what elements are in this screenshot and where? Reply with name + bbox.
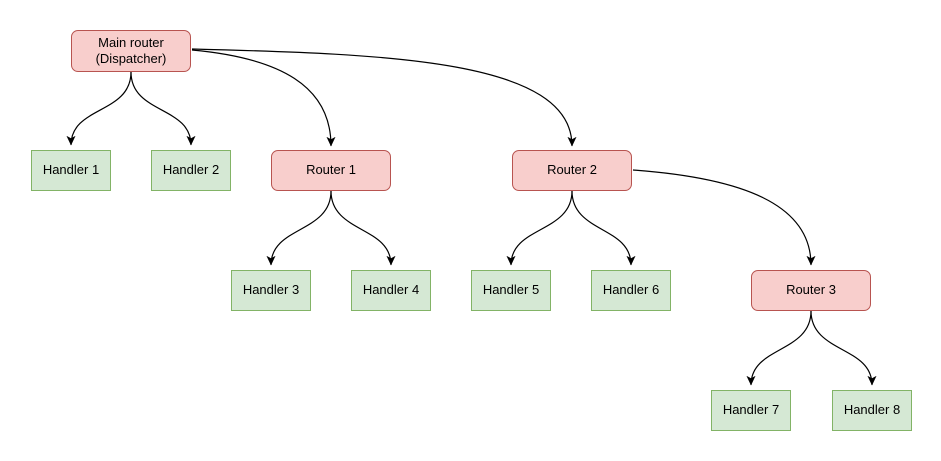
edge-router2-to-handler6 <box>571 190 636 266</box>
node-router-1: Router 1 <box>271 150 391 191</box>
node-handler-6: Handler 6 <box>591 270 671 311</box>
edge-main-to-handler1 <box>66 71 132 146</box>
edge-router3-to-handler8 <box>810 310 877 386</box>
edge-router1-to-handler3 <box>266 190 332 266</box>
node-handler-3: Handler 3 <box>231 270 311 311</box>
node-handler-4: Handler 4 <box>351 270 431 311</box>
edge-main-to-router2 <box>191 48 577 147</box>
edge-main-to-handler2 <box>130 71 196 146</box>
edge-main-to-router1 <box>191 49 336 147</box>
edge-router1-to-handler4 <box>330 190 396 266</box>
edge-router2-to-router3 <box>632 169 816 266</box>
edge-router2-to-handler5 <box>506 190 573 266</box>
node-main-router: Main router (Dispatcher) <box>71 30 191 72</box>
node-handler-5: Handler 5 <box>471 270 551 311</box>
node-handler-1: Handler 1 <box>31 150 111 191</box>
node-handler-2: Handler 2 <box>151 150 231 191</box>
node-router-2: Router 2 <box>512 150 632 191</box>
node-handler-8: Handler 8 <box>832 390 912 431</box>
edge-router3-to-handler7 <box>746 310 812 386</box>
node-handler-7: Handler 7 <box>711 390 791 431</box>
node-router-3: Router 3 <box>751 270 871 311</box>
